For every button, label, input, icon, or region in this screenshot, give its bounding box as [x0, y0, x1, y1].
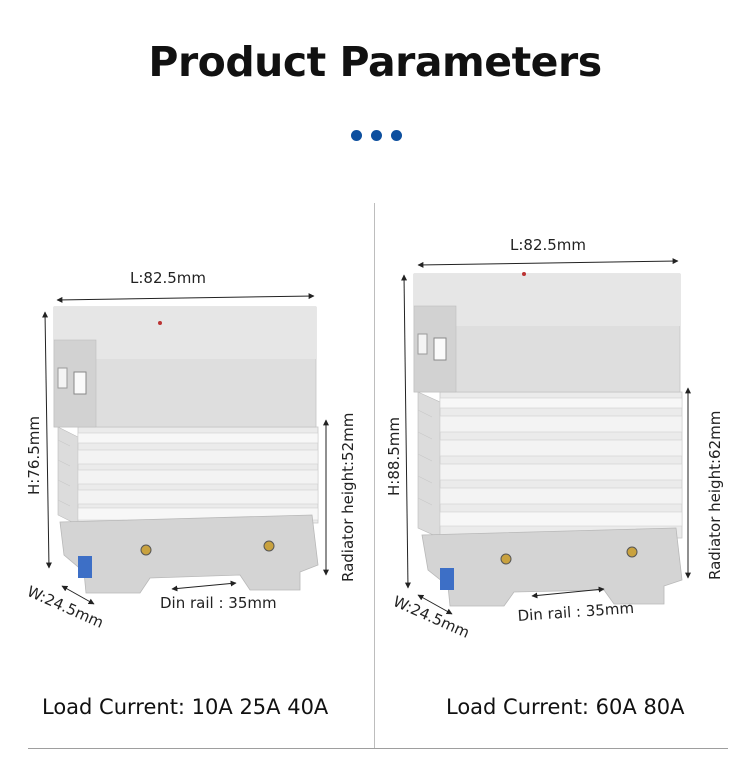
length-label: L:82.5mm [510, 236, 586, 254]
dot-icon [351, 130, 362, 141]
heatsink-side-fins [417, 391, 441, 539]
dot-icon [391, 130, 402, 141]
length-label: L:82.5mm [130, 269, 206, 287]
relay-housing [413, 272, 681, 393]
din-rail-label: Din rail : 35mm [160, 594, 277, 612]
left-load-current: Load Current: 10A 25A 40A [42, 695, 329, 719]
left-relay-illustration: L:82.5mm H:76.5mm Radiator height:52mm W… [24, 269, 357, 632]
dot-icon [371, 130, 382, 141]
relay-housing [53, 306, 317, 428]
height-label: H:76.5mm [25, 416, 43, 495]
din-base [59, 514, 319, 594]
right-relay-illustration: L:82.5mm H:88.5mm Radiator height:62mm W… [385, 236, 724, 642]
right-load-current: Load Current: 60A 80A [446, 695, 685, 719]
height-label: H:88.5mm [385, 417, 403, 496]
decorative-dots [351, 130, 403, 142]
radiator-height-label: Radiator height:62mm [706, 411, 724, 580]
radiator-height-label: Radiator height:52mm [339, 413, 357, 582]
heatsink-fins [439, 391, 683, 539]
page-title: Product Parameters [148, 38, 602, 86]
din-rail-label: Din rail : 35mm [517, 599, 635, 625]
bottom-divider [28, 748, 728, 749]
column-divider [374, 203, 375, 749]
